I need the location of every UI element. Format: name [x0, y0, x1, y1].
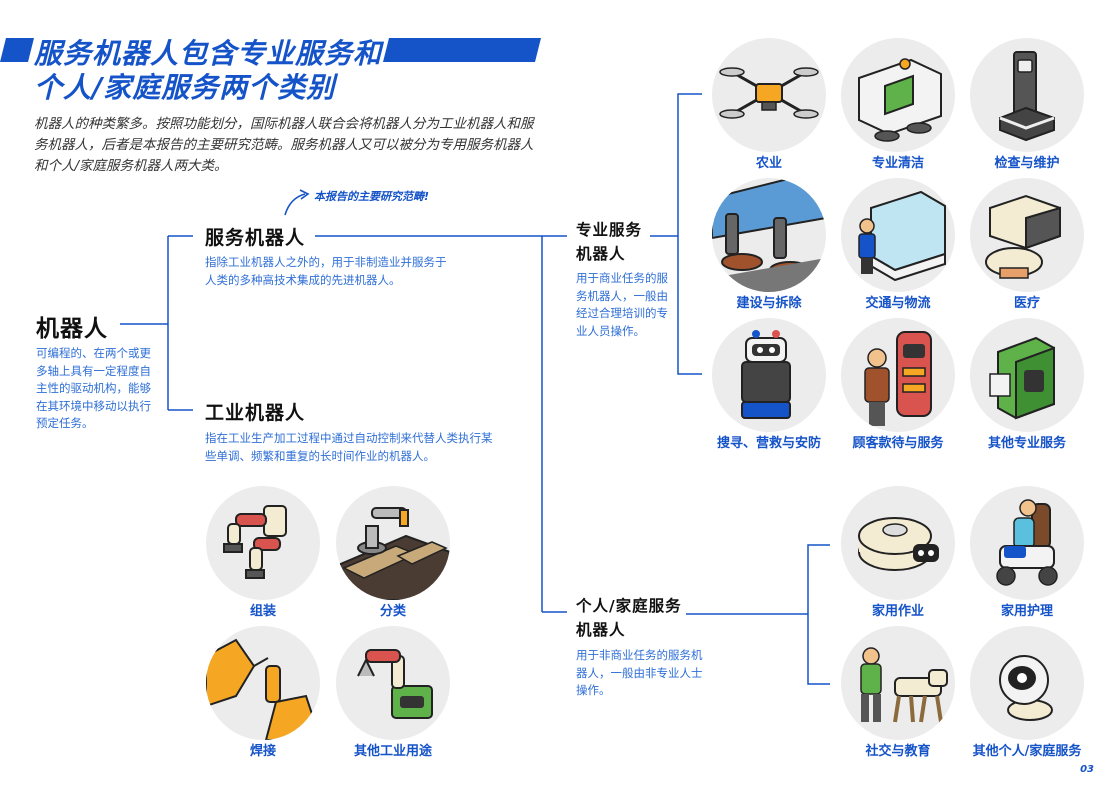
root-node-desc: 可编程的、在两个或更多轴上具有一定程度自主性的驱动机构，能够在其环境中移动以执行… — [36, 346, 151, 430]
industrial-item-label: 其他工业用途 — [353, 744, 433, 759]
personal-node-desc: 用于非商业任务的服务机器人，一般由非专业人士操作。 — [576, 648, 703, 697]
robot-vacuum-icon — [841, 486, 955, 600]
annotation-arrow-head — [299, 189, 310, 200]
industrial-item-label: 组装 — [249, 604, 277, 619]
professional-node-desc: 用于商业任务的服务机器人，一般由经过合理培训的专业人员操作。 — [576, 271, 668, 338]
professional-item-label: 建设与拆除 — [736, 296, 802, 311]
professional-item-label: 医疗 — [1013, 296, 1041, 311]
professional-node-title: 专业服务机器人 — [576, 221, 643, 263]
industrial-node-title: 工业机器人 — [205, 402, 306, 424]
industrial-item-label: 分类 — [379, 604, 407, 619]
assembly-robot-icon — [206, 486, 320, 600]
other-professional-robot-icon — [970, 318, 1084, 432]
personal-item-label: 家用作业 — [871, 604, 925, 619]
personal-bracket — [807, 544, 830, 685]
cleaning-vehicle-icon — [841, 38, 955, 152]
logistics-robot-icon — [841, 178, 955, 292]
professional-item-label: 检查与维护 — [994, 156, 1060, 171]
professional-bracket — [677, 93, 702, 375]
professional-item-label: 其他专业服务 — [987, 436, 1067, 451]
intro-paragraph: 机器人的种类繁多。按照功能划分，国际机器人联合会将机器人分为工业机器人和服务机器… — [34, 116, 534, 174]
security-robot-icon — [712, 318, 826, 432]
page-title-line-1: 服务机器人包含专业服务和 — [34, 37, 383, 70]
welding-robot-icon — [206, 626, 320, 740]
drone-icon — [712, 38, 826, 152]
service-node-title: 服务机器人 — [205, 227, 306, 249]
root-node-title: 机器人 — [36, 316, 108, 342]
service-node-desc: 指除工业机器人之外的，用于非制造业并服务于人类的多种高技术集成的先进机器人。 — [205, 255, 447, 287]
medical-robot-icon — [970, 178, 1084, 292]
industrial-node-desc: 指在工业生产加工过程中通过自动控制来代替人类执行某些单调、频繁和重复的长时间作业… — [205, 431, 493, 463]
personal-node-title: 个人/家庭服务机器人 — [576, 597, 682, 639]
professional-item-label: 顾客款待与服务 — [852, 436, 944, 451]
professional-item-label: 搜寻、营救与安防 — [716, 436, 822, 451]
personal-item-label: 其他个人/家庭服务 — [972, 744, 1082, 759]
professional-item-label: 专业清洁 — [871, 156, 925, 171]
annotation-arrow — [284, 193, 306, 216]
professional-item-label: 农业 — [755, 156, 783, 171]
personal-item-label: 社交与教育 — [865, 744, 931, 759]
care-wheelchair-icon — [970, 486, 1084, 600]
hospitality-robot-icon — [841, 318, 955, 432]
personal-item-label: 家用护理 — [1000, 604, 1054, 619]
construction-robot-icon — [712, 178, 826, 292]
companion-robot-icon — [970, 626, 1084, 740]
professional-item-label: 交通与物流 — [865, 296, 931, 311]
industrial-item-label: 焊接 — [249, 744, 277, 759]
other-industrial-robot-icon — [336, 626, 450, 740]
robot-dog-icon — [841, 626, 955, 740]
annotation-text: 本报告的主要研究范畴! — [314, 190, 430, 203]
sorting-robot-icon — [336, 486, 450, 600]
page-number: 03 — [1080, 764, 1094, 775]
page-title-line-2: 个人/家庭服务两个类别 — [34, 71, 336, 104]
inspection-robot-icon — [970, 38, 1084, 152]
